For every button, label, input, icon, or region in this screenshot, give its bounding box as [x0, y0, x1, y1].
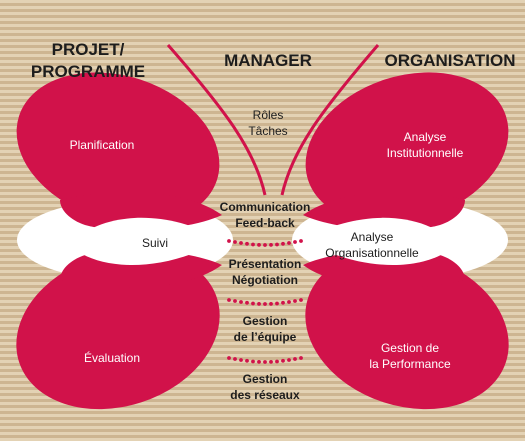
label-analyse-inst-1: Analyse — [404, 130, 447, 144]
separator-1 — [227, 239, 303, 247]
left-wing — [16, 72, 233, 410]
label-gestion-perf-1: Gestion de — [381, 341, 439, 355]
separator-dot — [299, 356, 303, 360]
separator-dot — [239, 300, 243, 304]
label-suivi: Suivi — [142, 236, 168, 250]
separator-dot — [281, 241, 285, 246]
separator-dot — [287, 358, 291, 362]
header-programme: PROGRAMME — [31, 62, 145, 81]
separator-dot — [293, 240, 297, 244]
label-evaluation: Évaluation — [84, 350, 140, 365]
left-middle-eye — [70, 217, 222, 265]
right-wing — [292, 72, 509, 410]
separator-dot — [233, 240, 237, 244]
separator-dot — [257, 243, 261, 247]
separator-dot — [233, 299, 237, 303]
left-middle-overlap-top — [60, 192, 222, 231]
separators — [227, 239, 303, 364]
right-middle-eye — [303, 217, 455, 265]
header-organisation: ORGANISATION — [385, 51, 516, 70]
separator-dot — [245, 241, 249, 246]
separator-dot — [245, 300, 249, 305]
header-projet: PROJET/ — [52, 40, 125, 59]
separator-dot — [263, 360, 267, 364]
header-manager: MANAGER — [224, 51, 312, 70]
label-taches: Tâches — [248, 124, 287, 138]
separator-dot — [293, 299, 297, 303]
separator-dot — [227, 298, 231, 302]
separator-2 — [227, 298, 303, 306]
label-analyse-inst-2: Institutionnelle — [387, 146, 464, 160]
separator-dot — [281, 358, 285, 363]
label-analyse-org-1: Analyse — [351, 230, 394, 244]
body-presentation: Présentation — [229, 257, 302, 271]
left-antenna — [166, 44, 267, 196]
body-feedback: Feed-back — [235, 216, 295, 230]
separator-dot — [257, 302, 261, 306]
right-middle-overlap-top — [303, 192, 465, 231]
label-analyse-org-2: Organisationnelle — [325, 246, 419, 260]
separator-dot — [269, 302, 273, 306]
separator-dot — [239, 241, 243, 245]
left-bottom-lobe — [16, 250, 220, 410]
right-bottom-lobe — [305, 250, 509, 410]
separator-dot — [287, 241, 291, 245]
separator-3 — [227, 356, 303, 364]
body-equipe: de l’équipe — [234, 330, 297, 344]
body-gestion-1: Gestion — [243, 314, 288, 328]
separator-dot — [263, 243, 267, 247]
separator-dot — [263, 302, 267, 306]
separator-dot — [251, 242, 255, 247]
separator-dot — [227, 239, 231, 243]
body-gestion-2: Gestion — [243, 372, 288, 386]
separator-dot — [269, 360, 273, 364]
body-communication: Communication — [220, 200, 311, 214]
separator-dot — [299, 239, 303, 243]
separator-dot — [251, 359, 255, 364]
separator-dot — [257, 360, 261, 364]
separator-dot — [275, 242, 279, 247]
separator-dot — [293, 357, 297, 361]
right-top-lobe — [305, 72, 509, 224]
separator-dot — [233, 357, 237, 361]
separator-dot — [287, 300, 291, 304]
label-gestion-perf-2: la Performance — [369, 357, 451, 371]
separator-dot — [275, 301, 279, 306]
separator-dot — [245, 358, 249, 363]
separator-dot — [299, 298, 303, 302]
body-negotiation: Négotiation — [232, 273, 298, 287]
separator-dot — [269, 243, 273, 247]
separator-dot — [251, 301, 255, 306]
separator-dot — [275, 359, 279, 364]
label-roles: Rôles — [253, 108, 284, 122]
body-reseaux: des réseaux — [230, 388, 300, 402]
right-antenna — [280, 44, 380, 196]
label-planification: Planification — [70, 138, 135, 152]
separator-dot — [239, 358, 243, 362]
left-top-lobe — [16, 72, 220, 224]
separator-dot — [227, 356, 231, 360]
separator-dot — [281, 300, 285, 305]
